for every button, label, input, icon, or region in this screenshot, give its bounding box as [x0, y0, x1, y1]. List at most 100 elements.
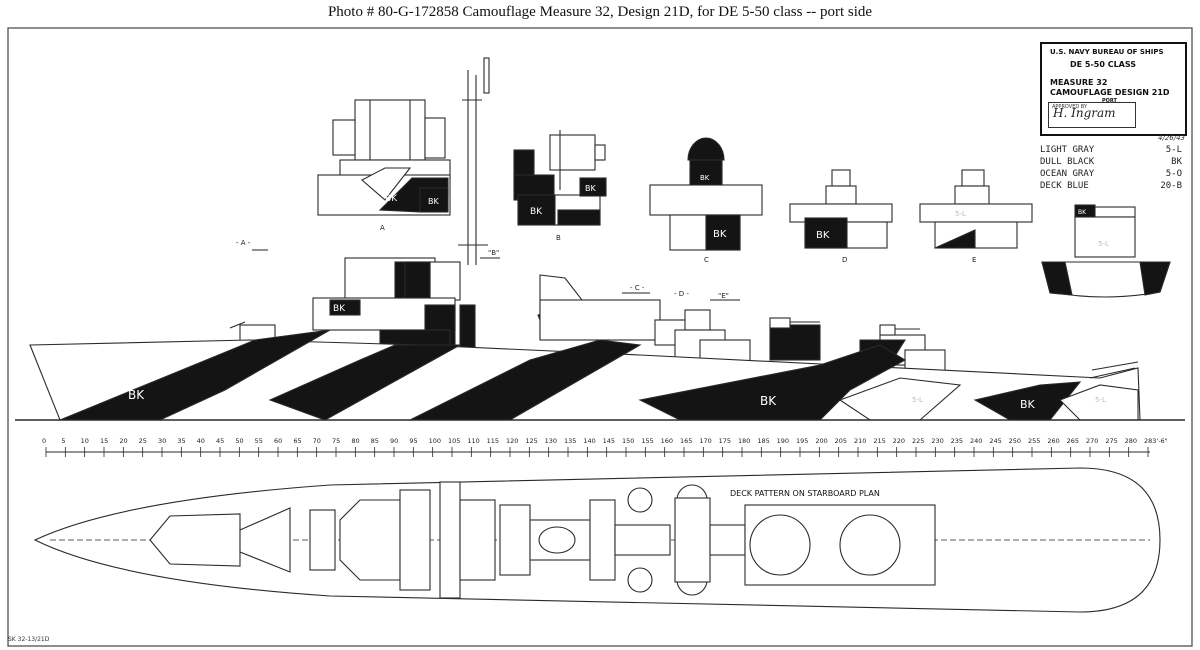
- scale-label: 30: [158, 437, 166, 445]
- band-sl-2: [1059, 384, 1139, 421]
- section-e-sl-label: 5-L: [955, 210, 966, 218]
- scale-label: 265: [1067, 437, 1079, 445]
- scale-label: 260: [1047, 437, 1059, 445]
- marker-c: - C -: [630, 284, 645, 292]
- title-block: U.S. NAVY BUREAU OF SHIPS DE 5-50 CLASS …: [1040, 42, 1187, 136]
- scale-label: 35: [177, 437, 185, 445]
- scale-label: 190: [777, 437, 789, 445]
- legend-name: LIGHT GRAY: [1040, 145, 1095, 155]
- section-view-c: BK BK C: [649, 137, 763, 264]
- title-block-line3: MEASURE 32: [1050, 78, 1108, 87]
- scale-label: 255: [1028, 437, 1040, 445]
- scale-label: 270: [1086, 437, 1098, 445]
- legend-name: DECK BLUE: [1040, 181, 1089, 191]
- scale-label: 170: [699, 437, 711, 445]
- scale-label: 85: [371, 437, 379, 445]
- scale-label: 180: [738, 437, 750, 445]
- stern-bk-label: BK: [1078, 209, 1087, 216]
- scale-label: 230: [931, 437, 943, 445]
- scale-label: 175: [719, 437, 731, 445]
- profile-bk-label-5: BK: [333, 304, 346, 314]
- section-view-d: BK D: [789, 169, 893, 264]
- scale-label: 165: [680, 437, 692, 445]
- scale-label: 110: [467, 437, 479, 445]
- legend-row: DULL BLACK BK: [1040, 156, 1190, 168]
- title-block-line1: U.S. NAVY BUREAU OF SHIPS: [1050, 48, 1164, 56]
- title-block-line4: CAMOUFLAGE DESIGN 21D: [1050, 88, 1170, 97]
- scale-label: 65: [293, 437, 301, 445]
- scale-label: 200: [815, 437, 827, 445]
- scale-label: 135: [564, 437, 576, 445]
- section-b-bk-label-2: BK: [585, 184, 596, 193]
- sheet-border: [7, 27, 1193, 647]
- scale-label: 225: [912, 437, 924, 445]
- scale-label: 15: [100, 437, 108, 445]
- legend-code: BK: [1171, 157, 1182, 167]
- section-markers: - A - "B" - C - - D - "E": [236, 239, 740, 301]
- section-view-b: BK BK B: [513, 130, 607, 242]
- section-c-bk-label: BK: [700, 174, 710, 182]
- scale-label: 150: [622, 437, 634, 445]
- title-block-line2: DE 5-50 CLASS: [1070, 60, 1137, 69]
- marker-b: "B": [488, 249, 499, 257]
- scale-label: 75: [332, 437, 340, 445]
- scale-label: 283'-6": [1144, 437, 1168, 445]
- scale-label: 120: [506, 437, 518, 445]
- band-bk-2: [268, 344, 463, 421]
- stern-sl-label: 5-L: [1098, 240, 1109, 248]
- scale-label: 105: [448, 437, 460, 445]
- profile-view: [15, 57, 1185, 421]
- scale-label: 115: [487, 437, 499, 445]
- scale-label: 245: [989, 437, 1001, 445]
- scale-label: 5: [61, 437, 65, 445]
- scale-label: 240: [970, 437, 982, 445]
- section-c-label: C: [704, 256, 709, 264]
- scale-label: 140: [583, 437, 595, 445]
- title-block-line5: PORT: [1102, 98, 1117, 104]
- band-sl-1: [838, 377, 962, 421]
- stern-section-view: BK 5-L: [1041, 204, 1171, 298]
- scale-label: 275: [1105, 437, 1117, 445]
- approval-signature: H. Ingram: [1053, 106, 1116, 120]
- scale-label: 20: [119, 437, 127, 445]
- scale-label: 220: [893, 437, 905, 445]
- profile-labels: BK BK BK BK BK BK 5-L 5-L: [128, 304, 1106, 411]
- legend-code: 5-O: [1165, 169, 1182, 179]
- date-note: 4/26/43: [1158, 134, 1185, 142]
- scale-label: 70: [313, 437, 321, 445]
- scale-label: 50: [235, 437, 243, 445]
- scale-label: 45: [216, 437, 224, 445]
- section-a-label: A: [380, 224, 385, 232]
- scale-label: 210: [854, 437, 866, 445]
- scale-label: 185: [757, 437, 769, 445]
- profile-sl-label-2: 5-L: [1095, 396, 1106, 404]
- section-b-label: B: [556, 234, 561, 242]
- scale-label: 80: [351, 437, 359, 445]
- scale-label: 40: [197, 437, 205, 445]
- section-c-bk-label-2: BK: [713, 229, 727, 240]
- marker-a: - A -: [236, 239, 251, 247]
- legend-name: OCEAN GRAY: [1040, 169, 1095, 179]
- marker-e: "E": [718, 292, 729, 300]
- scale-label: 250: [1009, 437, 1021, 445]
- scale-label: 10: [81, 437, 89, 445]
- scale-label: 215: [873, 437, 885, 445]
- scale-label: 280: [1125, 437, 1137, 445]
- scale-ticks: [45, 447, 1149, 457]
- approved-label: APPROVED BY: [1052, 104, 1088, 110]
- scale-label: 130: [545, 437, 557, 445]
- scale-label: 95: [409, 437, 417, 445]
- scale-label: 0: [42, 437, 46, 445]
- legend-code: 20-B: [1160, 181, 1182, 191]
- scale-label: 60: [274, 437, 282, 445]
- approval-box: APPROVED BY H. Ingram: [1048, 102, 1136, 128]
- legend-name: DULL BLACK: [1040, 157, 1095, 167]
- section-view-a: BK BK A: [317, 99, 451, 232]
- profile-bk-label-2: BK: [383, 388, 400, 402]
- deck-pattern-title: DECK PATTERN ON STARBOARD PLAN: [730, 489, 880, 498]
- section-a-bk-label-2: BK: [428, 197, 439, 206]
